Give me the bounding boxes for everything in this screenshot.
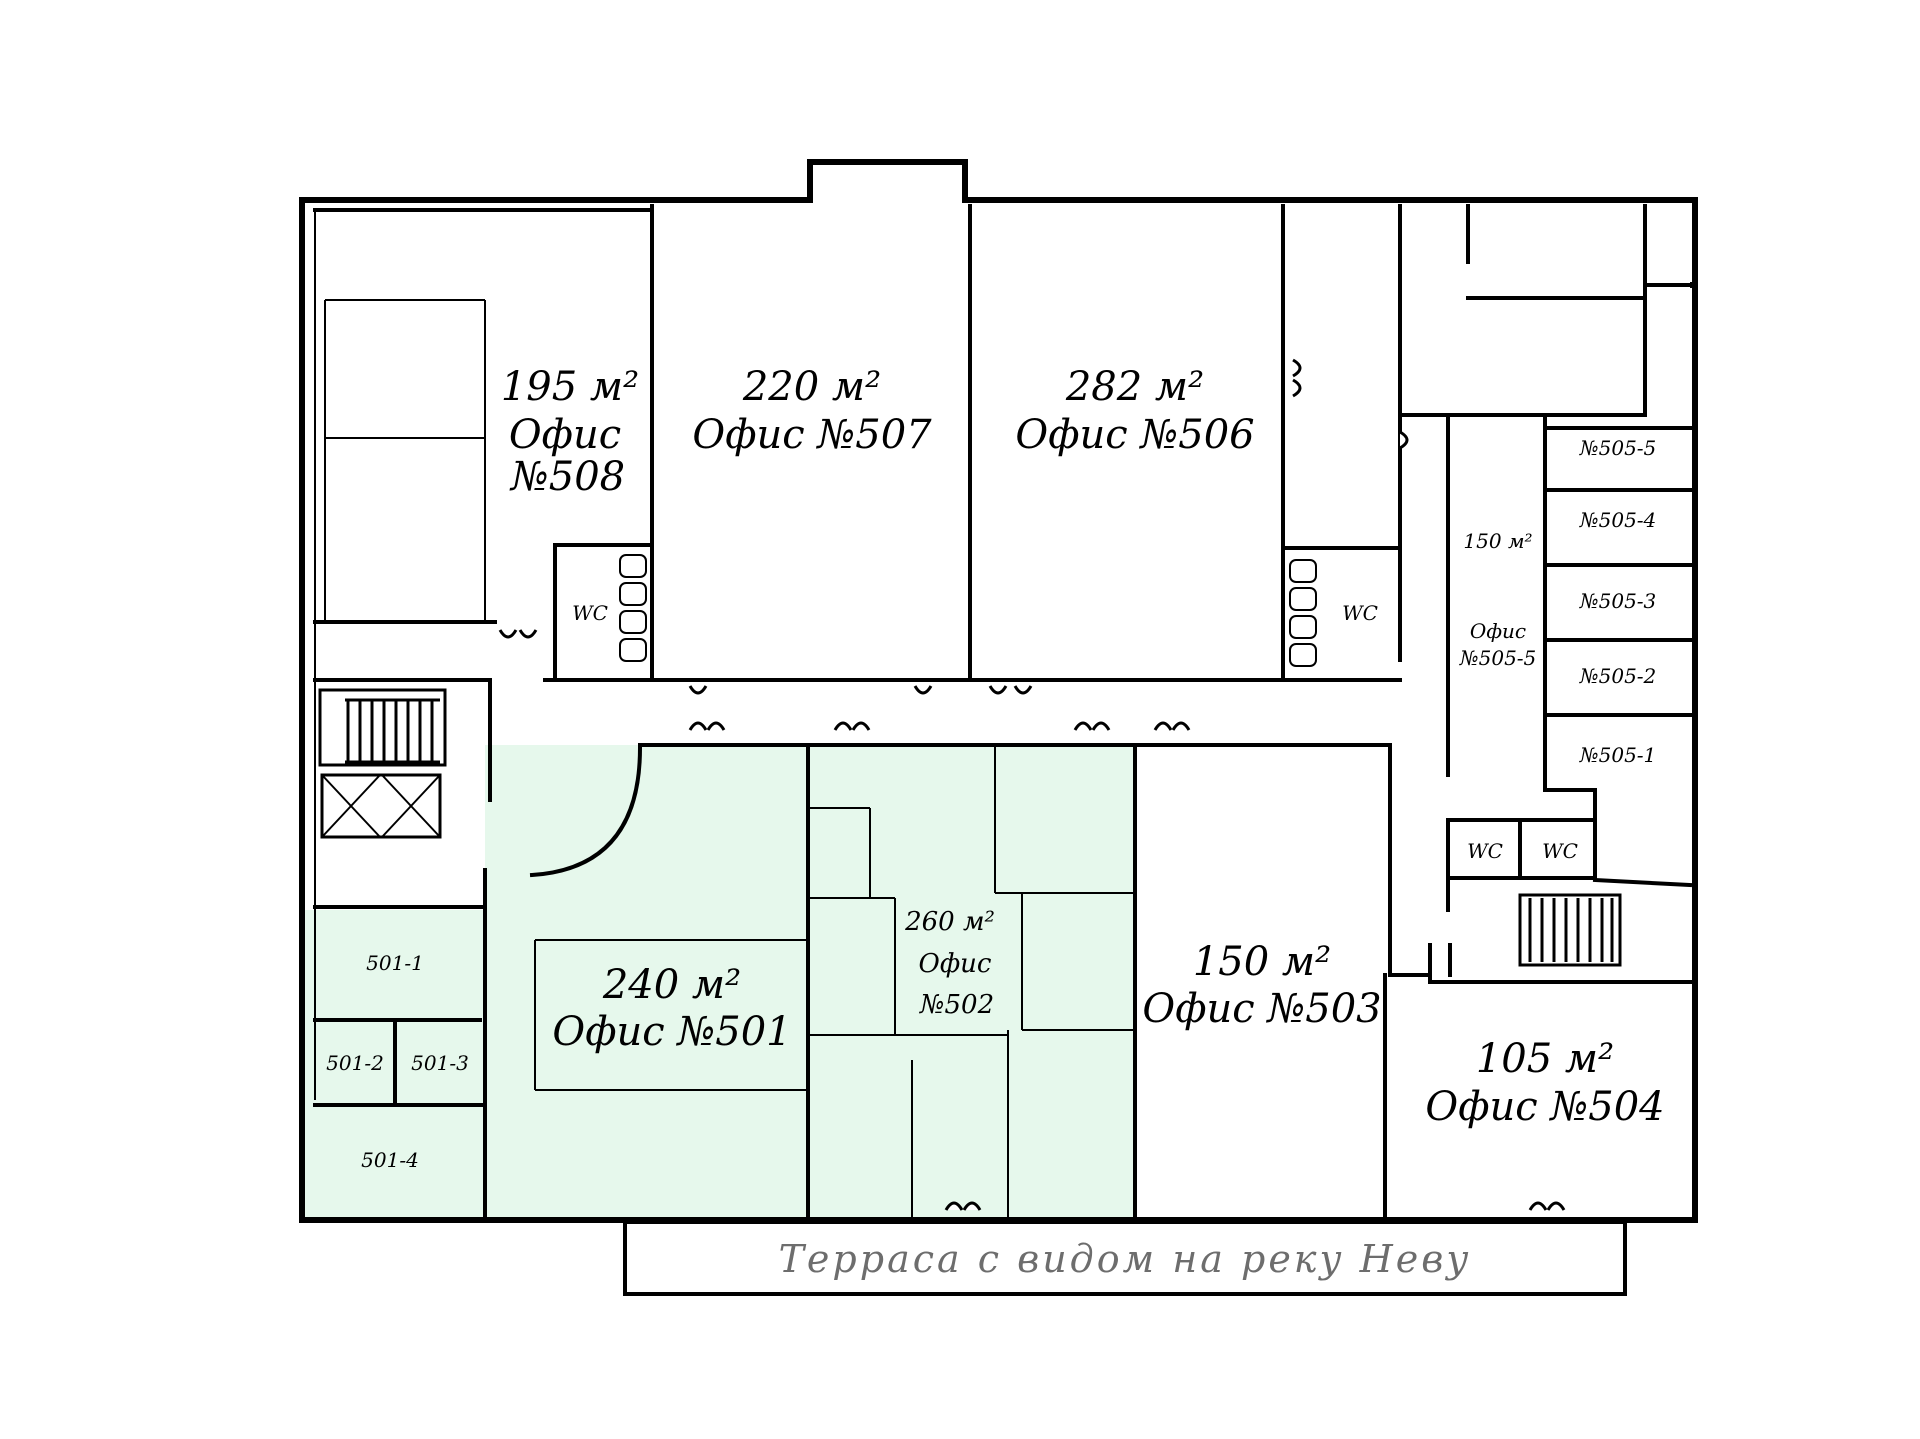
label-501-3: 501-3 — [411, 1051, 469, 1075]
curved-wall-501 — [529, 745, 643, 878]
name-503: Офис №503 — [1142, 986, 1381, 1032]
name-508: Офис — [509, 412, 621, 458]
area-506: 282 м² — [1065, 364, 1204, 410]
label-505-2: №505-2 — [1579, 664, 1657, 688]
label-501-2: 501-2 — [326, 1051, 384, 1075]
doors — [498, 358, 1566, 1211]
wc-label-508: WC — [572, 601, 608, 625]
room-label-504: 105 м² Офис №504 — [1425, 1036, 1664, 1130]
wc-fixtures-508 — [619, 554, 647, 662]
room-label-505-5: 150 м² Офис №505-5 — [1459, 529, 1537, 670]
label-505-4: №505-4 — [1579, 508, 1657, 532]
num-508: №508 — [509, 454, 625, 500]
wc-label-505-a: WC — [1467, 839, 1503, 863]
area-501: 240 м² — [602, 962, 741, 1008]
wc-label-505-b: WC — [1542, 839, 1578, 863]
label-501-4: 501-4 — [361, 1148, 419, 1172]
name-504: Офис №504 — [1425, 1084, 1664, 1130]
area-507: 220 м² — [742, 364, 881, 410]
area-508: 195 м² — [501, 364, 639, 410]
name-507: Офис №507 — [692, 412, 932, 458]
label-501-1: 501-1 — [366, 951, 424, 975]
label-505-5: №505-5 — [1579, 436, 1657, 460]
room-label-506: 282 м² Офис №506 — [1015, 364, 1254, 458]
room-label-501: 240 м² Офис №501 — [552, 962, 791, 1055]
office-502-area[interactable] — [810, 745, 1135, 1220]
area-504: 105 м² — [1476, 1036, 1614, 1082]
room-label-502: 260 м² Офис №502 — [904, 907, 995, 1020]
name-502: Офис — [919, 949, 992, 979]
area-502: 260 м² — [904, 907, 995, 937]
wc-fixtures-506 — [1289, 559, 1317, 667]
stair-core-left — [318, 688, 447, 839]
wc-label-506: WC — [1342, 601, 1378, 625]
stair-core-right — [1518, 893, 1622, 967]
area-503: 150 м² — [1193, 939, 1331, 985]
room-label-508: 195 м² Офис №508 — [501, 364, 639, 500]
num-505-5: №505-5 — [1459, 646, 1537, 670]
name-505-5: Офис — [1470, 619, 1526, 643]
num-502: №502 — [919, 990, 994, 1020]
office-501-area[interactable] — [305, 745, 810, 1220]
terrace — [623, 1220, 1627, 1296]
area-505-5: 150 м² — [1463, 529, 1532, 553]
label-505-1: №505-1 — [1579, 743, 1657, 767]
terrace-label: Терраса с видом на реку Неву — [779, 1237, 1472, 1281]
name-501: Офис №501 — [552, 1009, 791, 1055]
label-505-3: №505-3 — [1579, 589, 1657, 613]
name-506: Офис №506 — [1015, 412, 1254, 458]
room-label-503: 150 м² Офис №503 — [1142, 939, 1381, 1032]
room-label-507: 220 м² Офис №507 — [692, 364, 932, 458]
